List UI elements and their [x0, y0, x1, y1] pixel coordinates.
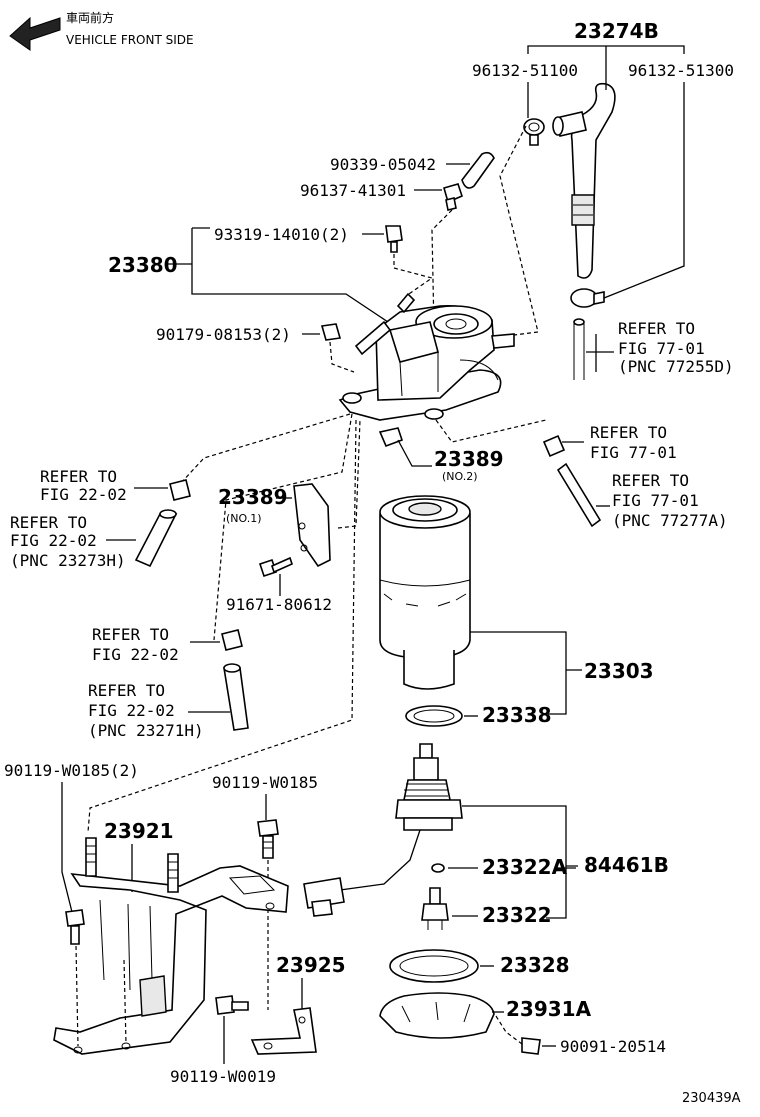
bolt-90119-w0185-left — [65, 909, 85, 945]
ref-23271h-line1: REFER TO — [88, 681, 165, 700]
label-96137-41301: 96137-41301 — [300, 181, 406, 200]
label-23328: 23328 — [500, 953, 570, 977]
label-84461b: 84461B — [584, 853, 669, 877]
cap-90339-05042 — [461, 151, 495, 189]
label-93319-14010: 93319-14010(2) — [214, 225, 349, 244]
ref-23271h-line2: FIG 22-02 — [88, 701, 175, 720]
sensor-84461b — [303, 743, 463, 917]
label-23303: 23303 — [584, 659, 654, 683]
bolt-91671-80612 — [258, 556, 293, 578]
ref-77255d-line3: (PNC 77255D) — [618, 357, 734, 376]
label-23931a: 23931A — [506, 997, 592, 1021]
clamp-96132-51300 — [570, 288, 605, 308]
ref-77255d-line2: FIG 77-01 — [618, 339, 705, 358]
bolt-93319-14010 — [385, 225, 403, 253]
connector-fig2202b — [221, 629, 243, 651]
ref-fig7701-line1: REFER TO — [590, 423, 667, 442]
hose-stub-77277a — [556, 462, 602, 528]
label-23921: 23921 — [104, 819, 174, 843]
connector-96137-41301 — [443, 183, 463, 211]
ref-23273h-line1: REFER TO — [10, 513, 87, 532]
label-90119-w0185-2: 90119-W0185(2) — [4, 761, 139, 780]
ref-fig2202b-line2: FIG 22-02 — [92, 645, 179, 664]
filter-head-23380 — [338, 292, 515, 421]
plug-23322 — [421, 887, 449, 930]
label-23389-no1: 23389 — [218, 485, 288, 509]
vehicle-front-arrow-icon — [9, 16, 61, 51]
ref-fig2202a-line1: REFER TO — [40, 467, 117, 486]
label-23322: 23322 — [482, 903, 552, 927]
ref-77277a-line3: (PNC 77277A) — [612, 511, 728, 530]
bracket-23389-no1 — [293, 483, 331, 568]
label-90339-05042: 90339-05042 — [330, 155, 436, 174]
ref-77277a-line2: FIG 77-01 — [612, 491, 699, 510]
label-23389-no2: 23389 — [434, 447, 504, 471]
clip-23389-no2 — [378, 427, 404, 448]
label-91671-80612: 91671-80612 — [226, 595, 332, 614]
oring-23338 — [405, 705, 463, 727]
label-90091-20514: 90091-20514 — [560, 1037, 666, 1056]
connector-fig7701 — [542, 434, 566, 458]
cover-23931a — [379, 992, 495, 1039]
label-96132-51100: 96132-51100 — [472, 61, 578, 80]
label-90119-w0019: 90119-W0019 — [170, 1067, 276, 1086]
label-90179-08153: 90179-08153(2) — [156, 325, 291, 344]
label-23389-no2-sub: (NO.2) — [442, 470, 478, 483]
hose-stub-23273h — [134, 509, 178, 568]
illustration-id: 230439A — [682, 1091, 741, 1106]
label-23380: 23380 — [108, 253, 178, 277]
ref-fig2202a-line2: FIG 22-02 — [40, 485, 127, 504]
ref-fig2202b-line1: REFER TO — [92, 625, 169, 644]
connector-fig2202a — [169, 479, 191, 501]
hose-stub-77255d — [573, 318, 585, 380]
clamp-96132-51100 — [523, 118, 545, 146]
bracket-23925 — [250, 1007, 317, 1055]
header-en-label: VEHICLE FRONT SIDE — [66, 33, 194, 47]
ref-77255d-line1: REFER TO — [618, 319, 695, 338]
bolt-90119-w0019 — [215, 995, 249, 1015]
hose-stub-23271h — [223, 663, 249, 731]
header-jp-label: 車両前方 — [66, 10, 114, 25]
ref-23273h-line2: FIG 22-02 — [10, 531, 97, 550]
screw-90091-20514 — [521, 1037, 541, 1055]
filter-element-23303 — [379, 495, 471, 690]
ref-fig7701-line2: FIG 77-01 — [590, 443, 677, 462]
bracket-23921 — [53, 837, 289, 1055]
label-23274b: 23274B — [574, 19, 659, 43]
ref-23271h-line3: (PNC 23271H) — [88, 721, 204, 740]
label-96132-51300: 96132-51300 — [628, 61, 734, 80]
oring-23322a — [431, 863, 445, 873]
label-23322a: 23322A — [482, 855, 568, 879]
ref-23273h-line3: (PNC 23273H) — [10, 551, 126, 570]
nut-90179-08153 — [320, 323, 342, 341]
label-23389-no1-sub: (NO.1) — [226, 512, 262, 525]
bolt-90119-w0185 — [257, 819, 279, 859]
hose-23274b — [552, 82, 616, 279]
label-23925: 23925 — [276, 953, 346, 977]
label-23338: 23338 — [482, 703, 552, 727]
ref-77277a-line1: REFER TO — [612, 471, 689, 490]
label-90119-w0185: 90119-W0185 — [212, 773, 318, 792]
gasket-23328 — [389, 949, 479, 983]
